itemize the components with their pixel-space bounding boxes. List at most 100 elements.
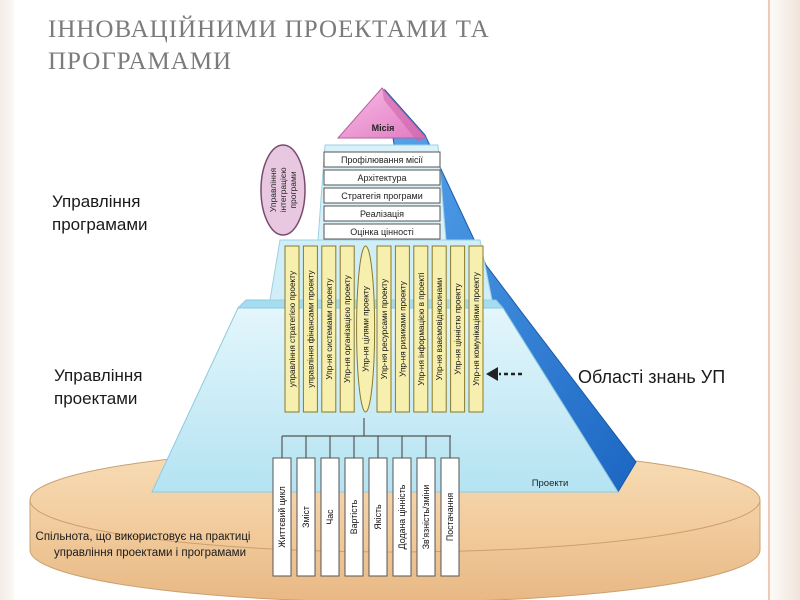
- project-area-column: Упр-ня ресурсами проекту: [376, 245, 392, 413]
- program-management-label-line-2: програмами: [52, 215, 148, 234]
- knowledge-areas-arrow: [486, 367, 522, 381]
- mission-label: Місія: [372, 123, 395, 133]
- knowledge-area-column-label: Час: [325, 509, 335, 525]
- knowledge-areas-label: Області знань УП: [578, 367, 726, 387]
- knowledge-area-column: Додана цінність: [392, 457, 412, 577]
- knowledge-area-column-box: [320, 457, 340, 577]
- project-management-label: Управління проектами: [54, 364, 142, 410]
- knowledge-area-column-box: [440, 457, 460, 577]
- project-area-column-shape: [431, 245, 447, 413]
- project-area-column-shape: [321, 245, 337, 413]
- program-step-box: [323, 205, 441, 222]
- project-management-label-line-2: проектами: [54, 389, 138, 408]
- project-area-column: Упр-ня ризиками проекту: [394, 245, 410, 413]
- knowledge-area-columns: Життєвий цикл Зміст Час Вартість Якість Додан…: [272, 457, 460, 577]
- knowledge-area-column-label: Зв'язність/зміни: [421, 485, 431, 550]
- project-area-column-shape: [450, 245, 466, 413]
- program-step-label: Архітектура: [357, 173, 406, 183]
- knowledge-area-column-box: [344, 457, 364, 577]
- knowledge-area-column-label: Якість: [373, 504, 383, 530]
- project-area-column-label: управління стратегією проекту: [288, 270, 297, 387]
- mission-pyramid-top: Місія: [336, 87, 428, 142]
- project-area-column-shape: [339, 245, 355, 413]
- project-area-column-shape: [468, 245, 484, 413]
- knowledge-area-column-box: [368, 457, 388, 577]
- slide-frame-accent-line: [768, 0, 770, 600]
- program-step: Стратегія програми: [323, 187, 441, 204]
- project-area-column: Упр-ня інформацією в проекті: [413, 245, 429, 413]
- project-area-column-shape: [413, 245, 429, 413]
- project-area-column: Упр-ня системами проекту: [321, 245, 337, 413]
- project-area-column-label: Упр-ня інформацією в проекті: [417, 272, 426, 385]
- program-step: Профілювання місії: [323, 151, 441, 168]
- slide-title: ІННОВАЦІЙНИМИ ПРОЕКТАМИ ТА ПРОГРАМАМИ: [48, 14, 668, 78]
- project-area-column-label: Упр-ня цінністю проекту: [454, 283, 463, 375]
- slide-frame-right: [764, 0, 800, 600]
- program-step: Реалізація: [323, 205, 441, 222]
- program-step-box: [323, 187, 441, 204]
- program-step-box: [323, 151, 441, 168]
- program-step: Архітектура: [323, 169, 441, 186]
- project-area-column-shape: [356, 245, 376, 413]
- knowledge-area-column-label: Зміст: [301, 506, 311, 528]
- project-area-column: Упр-ня взаємовідносинами: [431, 245, 447, 413]
- program-step-box: [323, 169, 441, 186]
- program-integration-label-line: Управління: [268, 167, 278, 212]
- project-area-column-label: Упр-ня комунікаціями проекту: [472, 271, 481, 386]
- knowledge-area-column-box: [272, 457, 292, 577]
- project-management-columns: управління стратегією проекту управління …: [284, 245, 484, 413]
- project-management-label-line-1: Управління: [54, 366, 143, 385]
- program-step: Оцінка цінності: [323, 223, 441, 240]
- project-area-column-label: Упр-ня ризиками проекту: [398, 280, 407, 377]
- program-step-box: [323, 223, 441, 240]
- project-area-column: управління фінансами проекту: [302, 245, 318, 413]
- program-integration-label: Управлінняінтеграцієюпрограми: [268, 167, 298, 213]
- program-integration-label-line: програми: [288, 171, 298, 208]
- knowledge-area-column-box: [392, 457, 412, 577]
- knowledge-connector-ticks: [281, 436, 451, 458]
- program-management-label-line-1: Управління: [52, 192, 141, 211]
- project-area-column-label: Упр-ня організацією проекту: [343, 274, 352, 383]
- project-area-column: управління стратегією проекту: [284, 245, 300, 413]
- project-area-column: Упр-ня організацією проекту: [339, 245, 355, 413]
- program-step-label: Стратегія програми: [341, 191, 423, 201]
- knowledge-area-column: Життєвий цикл: [272, 457, 292, 577]
- knowledge-area-column: Зв'язність/зміни: [416, 457, 436, 577]
- project-area-column-shape: [394, 245, 410, 413]
- project-area-column: Упр-ня комунікаціями проекту: [468, 245, 484, 413]
- project-area-column: Упр-ня цінністю проекту: [450, 245, 466, 413]
- program-management-label: Управління програмами: [52, 190, 148, 236]
- knowledge-area-column-label: Життєвий цикл: [277, 486, 287, 548]
- knowledge-area-column: Якість: [368, 457, 388, 577]
- program-step-label: Оцінка цінності: [350, 227, 414, 237]
- knowledge-area-column: Зміст: [296, 457, 316, 577]
- slide-title-line-2: ПРОГРАМАМИ: [48, 48, 233, 75]
- knowledge-area-column-label: Вартість: [349, 499, 359, 534]
- program-step-label: Профілювання місії: [341, 155, 424, 165]
- knowledge-area-column-box: [296, 457, 316, 577]
- slide-title-line-1: ІННОВАЦІЙНИМИ ПРОЕКТАМИ ТА: [48, 16, 490, 43]
- program-step-label: Реалізація: [360, 209, 404, 219]
- knowledge-area-column: Час: [320, 457, 340, 577]
- community-label-line-2: управління проектами і програмами: [54, 547, 246, 559]
- knowledge-connector-lines: [282, 418, 451, 437]
- program-integration-ellipse: Управлінняінтеграцієюпрограми: [260, 144, 306, 236]
- project-area-column-shape: [302, 245, 318, 413]
- project-area-column: Упр-ня цілями проекту: [356, 245, 376, 413]
- knowledge-area-column-label: Додана цінність: [397, 484, 407, 549]
- projects-label: Проекти: [532, 478, 569, 489]
- project-area-column-label: Упр-ня цілями проекту: [362, 285, 371, 372]
- project-area-column-shape: [284, 245, 300, 413]
- knowledge-area-column-label: Постачання: [445, 493, 455, 541]
- knowledge-area-column: Вартість: [344, 457, 364, 577]
- community-label-line-1: Спільнота, що використовує на практиці: [36, 531, 251, 543]
- knowledge-area-column: Постачання: [440, 457, 460, 577]
- program-integration-label-line: інтеграцією: [278, 167, 288, 213]
- project-area-column-shape: [376, 245, 392, 413]
- project-area-column-label: управління фінансами проекту: [306, 270, 315, 388]
- knowledge-area-column-box: [416, 457, 436, 577]
- project-area-column-label: Упр-ня ресурсами проекту: [380, 278, 389, 379]
- project-area-column-label: Упр-ня взаємовідносинами: [435, 278, 444, 381]
- project-area-column-label: Упр-ня системами проекту: [325, 278, 334, 380]
